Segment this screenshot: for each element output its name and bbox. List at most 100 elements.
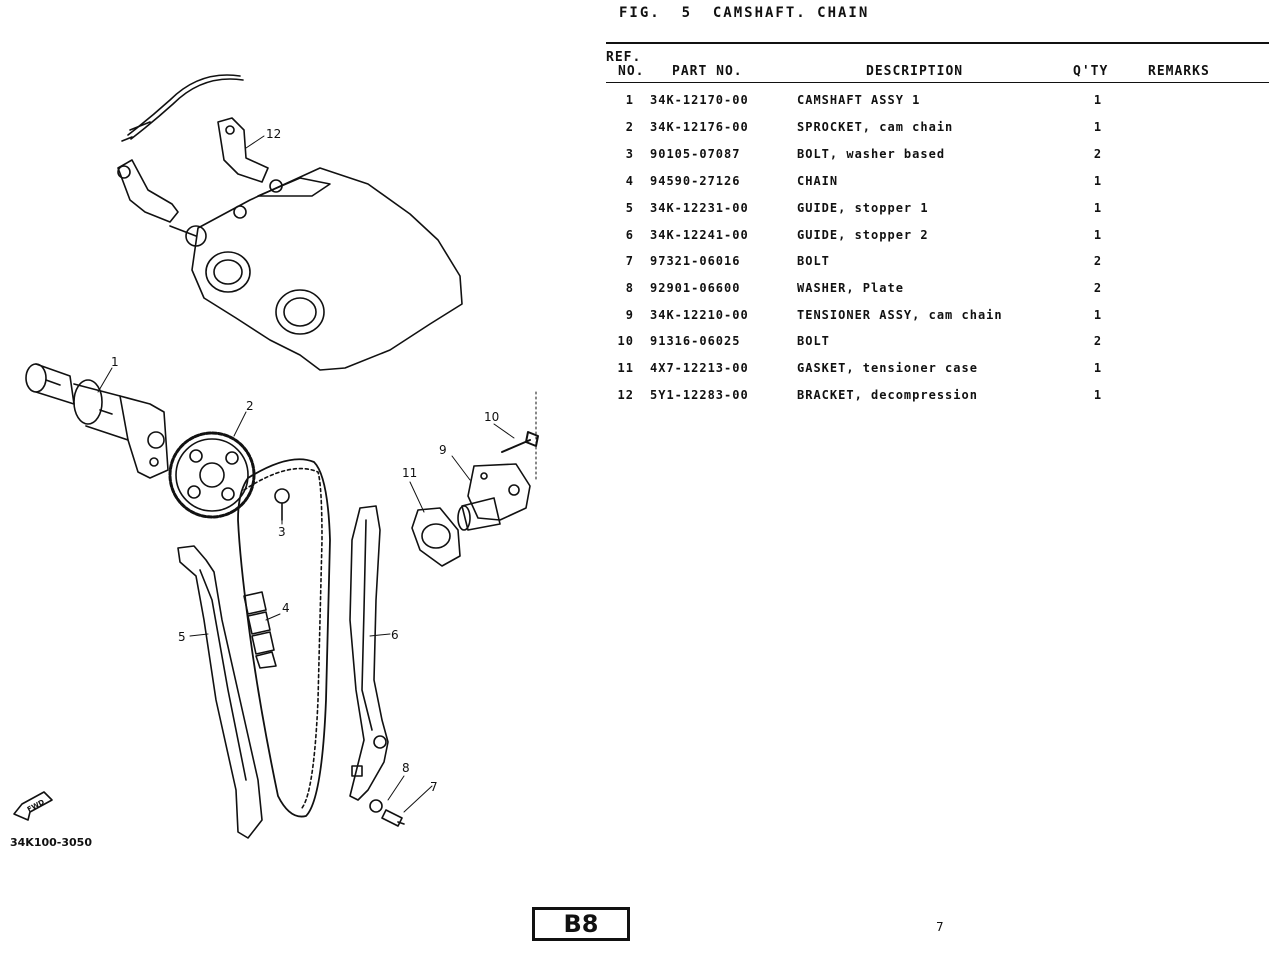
ref-no: 2 bbox=[625, 120, 634, 134]
header-ref-line1: REF. bbox=[606, 50, 642, 65]
header-part-no: PART NO. bbox=[672, 64, 743, 79]
plate-washer bbox=[369, 799, 383, 813]
callout-5: 5 bbox=[178, 630, 186, 644]
guide-bolt bbox=[381, 809, 405, 827]
chain-guide-stopper-1 bbox=[177, 545, 263, 839]
sprocket-bolt bbox=[274, 488, 290, 521]
callout-12: 12 bbox=[266, 127, 281, 141]
ref-no: 8 bbox=[625, 281, 634, 295]
table-top-rule bbox=[606, 42, 1269, 44]
ref-no: 3 bbox=[625, 147, 634, 161]
qty: 1 bbox=[1093, 228, 1103, 242]
part-no: 92901-06600 bbox=[650, 281, 741, 295]
table-row: 2 34K-12176-00 SPROCKET, cam chain 1 bbox=[0, 120, 1273, 140]
callout-6: 6 bbox=[391, 628, 399, 642]
diagram-svg: 1 2 3 4 5 6 7 8 9 10 11 12 FWD bbox=[13, 74, 539, 839]
table-row: 1 34K-12170-00 CAMSHAFT ASSY 1 1 bbox=[0, 93, 1273, 113]
decompression-lever bbox=[117, 159, 179, 223]
cylinder-head-cover bbox=[191, 167, 463, 371]
table-row: 4 94590-27126 CHAIN 1 bbox=[0, 174, 1273, 194]
table-row: 11 4X7-12213-00 GASKET, tensioner case 1 bbox=[0, 361, 1273, 381]
table-row: 5 34K-12231-00 GUIDE, stopper 1 1 bbox=[0, 201, 1273, 221]
exploded-parts-diagram: 1 2 3 4 5 6 7 8 9 10 11 12 FWD bbox=[0, 0, 560, 973]
table-row: 10 91316-06025 BOLT 2 bbox=[0, 334, 1273, 354]
qty: 2 bbox=[1093, 281, 1103, 295]
camshaft-assy bbox=[25, 363, 169, 479]
forward-arrow-icon bbox=[13, 791, 53, 821]
table-row: 9 34K-12210-00 TENSIONER ASSY, cam chain… bbox=[0, 308, 1273, 328]
cam-sprocket bbox=[168, 431, 256, 519]
part-no: 4X7-12213-00 bbox=[650, 361, 749, 375]
part-no: 34K-12241-00 bbox=[650, 228, 749, 242]
page-number: 7 bbox=[936, 920, 944, 934]
cam-chain bbox=[237, 458, 331, 818]
part-no: 34K-12176-00 bbox=[650, 120, 749, 134]
header-remarks: REMARKS bbox=[1148, 64, 1210, 79]
part-no: 97321-06016 bbox=[650, 254, 741, 268]
qty: 1 bbox=[1093, 174, 1103, 188]
part-no: 91316-06025 bbox=[650, 334, 741, 348]
description: BOLT bbox=[797, 334, 830, 348]
decompression-cable bbox=[127, 74, 241, 136]
description: GASKET, tensioner case bbox=[797, 361, 978, 375]
description: GUIDE, stopper 1 bbox=[797, 201, 929, 215]
description: BRACKET, decompression bbox=[797, 388, 978, 402]
ref-no: 9 bbox=[625, 308, 634, 322]
description: SPROCKET, cam chain bbox=[797, 120, 954, 134]
part-no: 34K-12170-00 bbox=[650, 93, 749, 107]
description: BOLT, washer based bbox=[797, 147, 946, 161]
ref-no: 4 bbox=[625, 174, 634, 188]
ref-no: 7 bbox=[625, 254, 634, 268]
qty: 1 bbox=[1093, 93, 1103, 107]
description: TENSIONER ASSY, cam chain bbox=[797, 308, 1003, 322]
chain-tensioner-assy bbox=[457, 463, 531, 531]
description: CHAIN bbox=[797, 174, 839, 188]
ref-no: 5 bbox=[625, 201, 634, 215]
table-row: 6 34K-12241-00 GUIDE, stopper 2 1 bbox=[0, 228, 1273, 248]
ref-no: 11 bbox=[617, 361, 634, 375]
callout-2: 2 bbox=[246, 399, 254, 413]
chain-segment bbox=[243, 591, 277, 669]
ref-no: 1 bbox=[625, 93, 634, 107]
qty: 2 bbox=[1093, 254, 1103, 268]
part-no: 34K-12231-00 bbox=[650, 201, 749, 215]
page-section-box: B8 bbox=[532, 907, 630, 941]
description: WASHER, Plate bbox=[797, 281, 904, 295]
qty: 1 bbox=[1093, 201, 1103, 215]
header-description: DESCRIPTION bbox=[866, 64, 964, 79]
description: GUIDE, stopper 2 bbox=[797, 228, 929, 242]
qty: 1 bbox=[1093, 120, 1103, 134]
qty: 1 bbox=[1093, 361, 1103, 375]
callout-10: 10 bbox=[484, 410, 499, 424]
chain-guide-stopper-2 bbox=[349, 505, 389, 801]
header-qty: Q'TY bbox=[1073, 64, 1109, 79]
part-no: 90105-07087 bbox=[650, 147, 741, 161]
callout-1: 1 bbox=[111, 355, 119, 369]
part-no: 34K-12210-00 bbox=[650, 308, 749, 322]
header-ref-line2: NO. bbox=[618, 64, 645, 79]
callout-9: 9 bbox=[439, 443, 447, 457]
callout-11: 11 bbox=[402, 466, 417, 480]
diagram-code: 34K100-3050 bbox=[10, 836, 92, 849]
qty: 2 bbox=[1093, 147, 1103, 161]
callout-7: 7 bbox=[430, 780, 438, 794]
ref-no: 12 bbox=[617, 388, 634, 402]
description: CAMSHAFT ASSY 1 bbox=[797, 93, 921, 107]
ref-no: 10 bbox=[617, 334, 634, 348]
table-row: 7 97321-06016 BOLT 2 bbox=[0, 254, 1273, 274]
figure-title: FIG. 5 CAMSHAFT. CHAIN bbox=[619, 5, 870, 21]
qty: 2 bbox=[1093, 334, 1103, 348]
callout-3: 3 bbox=[278, 525, 286, 539]
decompression-bracket bbox=[217, 117, 269, 183]
callout-8: 8 bbox=[402, 761, 410, 775]
table-row: 3 90105-07087 BOLT, washer based 2 bbox=[0, 147, 1273, 167]
part-no: 5Y1-12283-00 bbox=[650, 388, 749, 402]
description: BOLT bbox=[797, 254, 830, 268]
part-no: 94590-27126 bbox=[650, 174, 741, 188]
table-header-rule bbox=[606, 82, 1269, 83]
callout-4: 4 bbox=[282, 601, 290, 615]
table-row: 12 5Y1-12283-00 BRACKET, decompression 1 bbox=[0, 388, 1273, 408]
tensioner-gasket bbox=[411, 507, 461, 567]
tensioner-bolt bbox=[501, 431, 539, 453]
qty: 1 bbox=[1093, 308, 1103, 322]
